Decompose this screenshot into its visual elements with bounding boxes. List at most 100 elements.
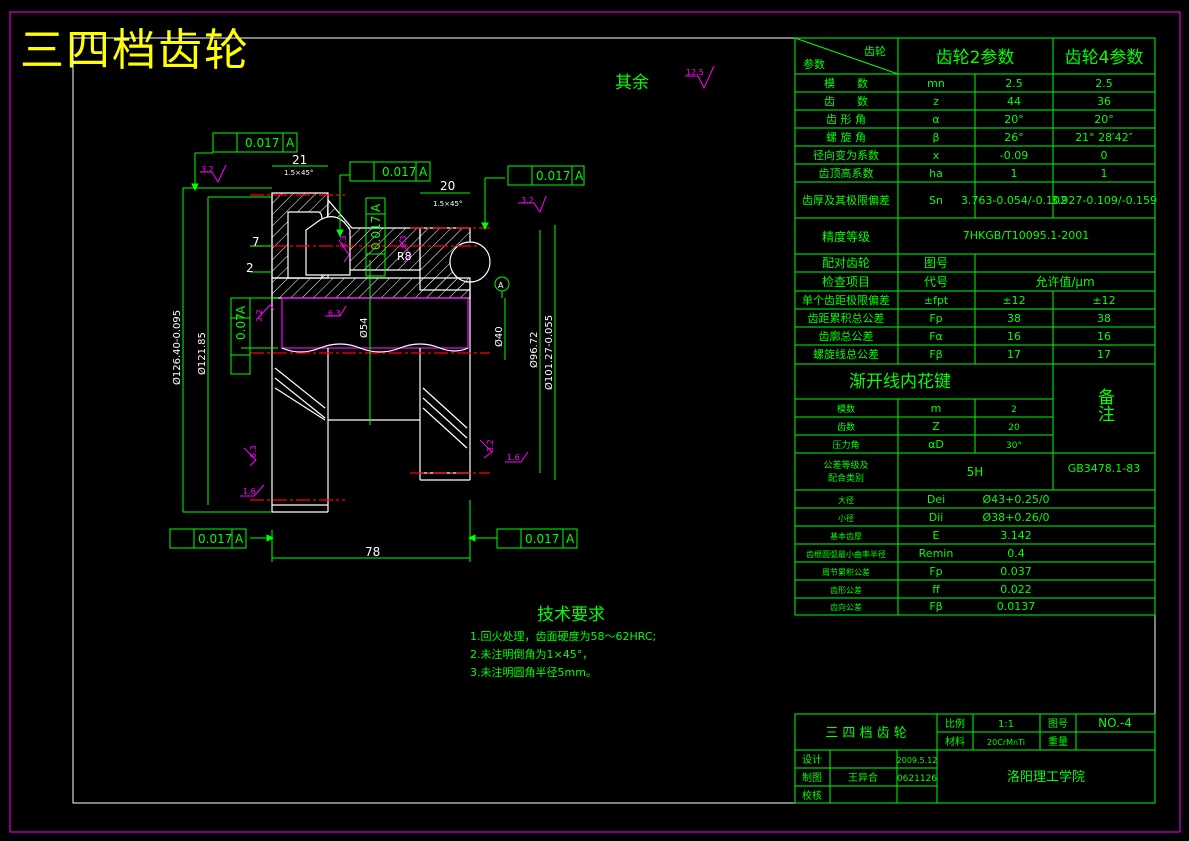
spline-row-symbol: αD xyxy=(928,438,944,451)
spline-row-name: 压力角 xyxy=(832,439,859,451)
dim-chamfer-1: 1.5×45° xyxy=(284,169,313,177)
check-allow: 允许值/μm xyxy=(1035,274,1094,289)
mating-value: 图号 xyxy=(924,256,948,270)
param-row-gear4: 36 xyxy=(1097,95,1111,108)
spline-more-symbol: Fβ xyxy=(929,600,942,613)
check-row-gear2: 38 xyxy=(1007,312,1021,325)
dim-78: 78 xyxy=(365,545,380,559)
scale-label: 比例 xyxy=(945,717,965,730)
roughness-symbols xyxy=(200,65,715,497)
tol-frame-5-value: 0.017 xyxy=(525,532,559,546)
col4-header: 齿轮4参数 xyxy=(1065,48,1144,68)
param-row-gear2: 1 xyxy=(1011,167,1018,180)
mating-label: 配对齿轮 xyxy=(822,256,870,270)
title-block-text: 三 四 档 齿 轮 比例 1:1 图号 NO.-4 材料 20CrMnTi 重量… xyxy=(802,716,1132,802)
hub-band xyxy=(271,277,471,299)
dim-2: 2 xyxy=(246,261,254,275)
roughness-label-2: 3.2 xyxy=(521,196,534,205)
precision-value: 7HKGB/T10095.1-2001 xyxy=(963,229,1089,242)
dim-dia-121: Ø121.85 xyxy=(196,332,208,375)
param-row-symbol: mn xyxy=(927,77,945,90)
dim-dia-96: Ø96.72 xyxy=(528,332,540,369)
spline-more-name: 小径 xyxy=(838,513,854,523)
param-row-symbol: z xyxy=(933,95,939,108)
spline-row-value: 20 xyxy=(1008,423,1020,433)
spline-more-symbol: Remin xyxy=(919,547,954,560)
table-corner-bottom: 参数 xyxy=(803,57,825,71)
sheet-border-outer xyxy=(9,11,1181,833)
check-row-gear4: 38 xyxy=(1097,312,1111,325)
dim-dia-40: Ø40 xyxy=(493,326,505,347)
tolerance-frames xyxy=(169,132,585,549)
spline-more-symbol: Dei xyxy=(927,493,945,506)
part-name: 三 四 档 齿 轮 xyxy=(825,726,907,741)
check-row-symbol: Fβ xyxy=(929,348,942,361)
check-row-gear4: 16 xyxy=(1097,330,1111,343)
tol-frame-3-value: 0.017 xyxy=(536,169,570,183)
spline-more-name: 周节累积公差 xyxy=(822,567,870,577)
param-row-gear2: 3.763-0.054/-0.102 xyxy=(961,194,1067,207)
tol-frame-2-datum: A xyxy=(419,165,428,179)
drawing-title: 三四档齿轮 xyxy=(20,25,250,76)
weight-label: 重量 xyxy=(1048,735,1068,748)
spline-more-name: 大径 xyxy=(838,495,854,505)
spline-more-value: 0.037 xyxy=(1000,565,1032,578)
spline-row-value: 30° xyxy=(1006,441,1022,451)
roughness-label-7: 1.6 xyxy=(243,487,256,496)
tol-frame-6-datum: A xyxy=(369,203,383,212)
roughness-label-10: 1.6 xyxy=(507,453,520,462)
check-row-name: 螺旋线总公差 xyxy=(813,347,879,361)
check-row-gear4: 17 xyxy=(1097,348,1111,361)
param-row-symbol: x xyxy=(933,149,940,162)
spline-more-symbol: ff xyxy=(932,583,940,596)
design-date: 2009.5.12 xyxy=(897,756,938,765)
param-row-name: 模 数 xyxy=(824,77,868,90)
datum-a-marker: A xyxy=(498,281,504,290)
rest-label: 其余 xyxy=(615,73,649,93)
param-row-name: 径向变为系数 xyxy=(813,148,879,162)
param-row-gear4: 3.927-0.109/-0.159 xyxy=(1051,194,1157,207)
table-corner-top: 齿轮 xyxy=(864,44,886,58)
param-row-symbol: β xyxy=(932,131,939,144)
drawing-no-label: 图号 xyxy=(1048,718,1068,730)
dim-21: 21 xyxy=(292,153,307,167)
param-row-gear2: -0.09 xyxy=(1000,149,1028,162)
tol-frame-6-value: 0.017 xyxy=(369,216,383,250)
param-row-gear2: 2.5 xyxy=(1005,77,1023,90)
spline-more-symbol: Dii xyxy=(929,511,944,524)
material-value: 20CrMnTi xyxy=(987,738,1025,747)
tech-item-2: 2.未注明倒角为1×45°， xyxy=(470,647,593,661)
tol-frame-5-datum: A xyxy=(566,532,575,546)
roughness-label-3: 6.3 xyxy=(339,235,348,248)
col2-header: 齿轮2参数 xyxy=(936,48,1015,68)
param-row-gear2: 44 xyxy=(1007,95,1021,108)
check-row-name: 齿距累积总公差 xyxy=(808,311,885,325)
parameter-table xyxy=(794,37,1156,616)
check-label: 检查项目 xyxy=(822,274,870,289)
spline-more-value: Ø43+0.25/0 xyxy=(982,493,1049,506)
dim-chamfer-2: 1.5×45° xyxy=(433,200,462,208)
dim-20: 20 xyxy=(440,179,455,193)
check-row-gear2: 17 xyxy=(1007,348,1021,361)
roughness-label-9: 3.2 xyxy=(486,439,495,452)
check-row-name: 单个齿距极限偏差 xyxy=(802,293,890,307)
param-row-gear4: 21° 28′42″ xyxy=(1075,131,1133,144)
spline-more-name: 基本齿厚 xyxy=(830,531,862,541)
tol-frame-7-value: 0.07 xyxy=(234,313,248,340)
check-row-symbol: Fα xyxy=(929,330,943,343)
dim-r8: R8 xyxy=(397,250,412,263)
school-name: 洛阳理工学院 xyxy=(1007,769,1085,785)
tech-requirements-title: 技术要求 xyxy=(537,605,605,625)
param-row-name: 齿厚及其极限偏差 xyxy=(802,193,890,207)
precision-label: 精度等级 xyxy=(822,229,870,244)
spline-more-name: 齿向公差 xyxy=(830,602,862,612)
tech-item-3: 3.未注明圆角半径5mm。 xyxy=(470,665,597,679)
spline-row-symbol: m xyxy=(931,402,942,415)
tol-frame-3-datum: A xyxy=(575,169,584,183)
tol-frame-4-value: 0.017 xyxy=(198,532,232,546)
check-label: 校核 xyxy=(802,789,822,802)
material-label: 材料 xyxy=(945,735,965,748)
spline-row-name: 齿数 xyxy=(837,421,855,433)
spline-row-name: 模数 xyxy=(837,403,855,415)
spline-row-symbol: Z xyxy=(932,420,940,433)
